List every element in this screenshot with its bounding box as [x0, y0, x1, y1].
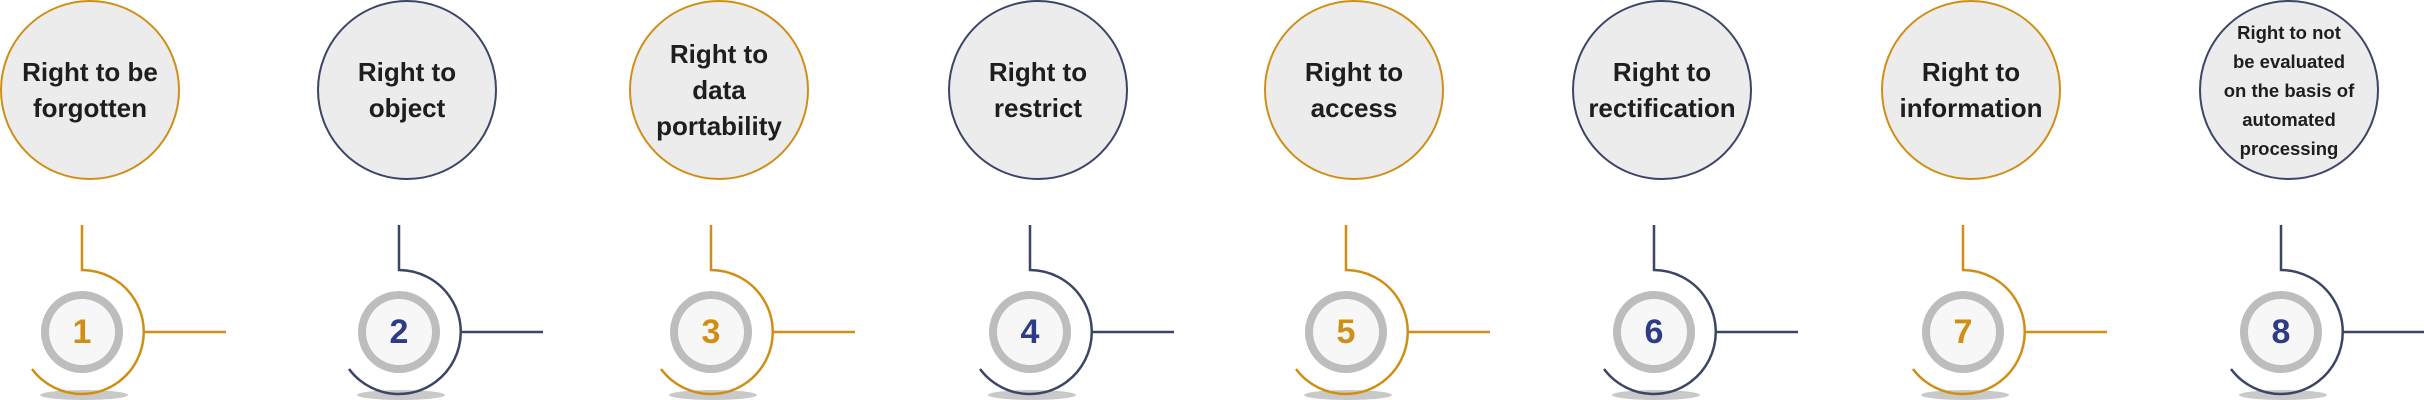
- number-disc: [1621, 299, 1687, 365]
- right-label-7: Right to information: [1899, 57, 2043, 123]
- number-disc: [366, 299, 432, 365]
- right-label-8: Right to not be evaluated on the basis o…: [2223, 21, 2355, 159]
- right-item-2: Right to object 2: [317, 0, 567, 400]
- connector-graphic-2: [347, 225, 543, 400]
- step-number-8: 8: [2271, 313, 2291, 351]
- number-disc: [997, 299, 1063, 365]
- connector-graphic-8: [2229, 225, 2424, 400]
- step-number-6: 6: [1644, 313, 1664, 351]
- number-disc: [1313, 299, 1379, 365]
- connector-arc: [1294, 225, 1409, 396]
- step-number-5: 5: [1336, 313, 1356, 351]
- right-label-2: Right to object: [357, 57, 457, 123]
- connector-arc: [2229, 225, 2344, 396]
- connector-arc: [347, 225, 462, 396]
- right-item-7: Right to information 7: [1881, 0, 2131, 400]
- right-bubble-7: Right to information: [1881, 0, 2061, 180]
- number-disc: [49, 299, 115, 365]
- right-bubble-1: Right to be forgotten: [0, 0, 180, 180]
- right-bubble-8: Right to not be evaluated on the basis o…: [2199, 0, 2379, 180]
- connector-graphic-7: [1911, 225, 2107, 400]
- right-bubble-3: Right to data portability: [629, 0, 809, 180]
- number-disc: [678, 299, 744, 365]
- connector-graphic-3: [659, 225, 855, 400]
- connector-arc: [30, 225, 145, 396]
- right-label-3: Right to data portability: [656, 39, 782, 141]
- connector-graphic-5: [1294, 225, 1490, 400]
- connector-arc: [1911, 225, 2026, 396]
- connector-arc: [659, 225, 774, 396]
- connector-graphic-1: [30, 225, 226, 400]
- connector-arc: [978, 225, 1093, 396]
- step-number-2: 2: [389, 313, 409, 351]
- step-number-3: 3: [701, 313, 721, 351]
- right-bubble-4: Right to restrict: [948, 0, 1128, 180]
- number-disc: [1930, 299, 1996, 365]
- right-label-5: Right to access: [1304, 57, 1404, 123]
- right-label-1: Right to be forgotten: [22, 57, 158, 123]
- right-item-3: Right to data portability 3: [629, 0, 879, 400]
- step-number-1: 1: [72, 313, 92, 351]
- right-item-5: Right to access 5: [1264, 0, 1514, 400]
- right-item-4: Right to restrict 4: [948, 0, 1198, 400]
- step-number-4: 4: [1020, 313, 1040, 351]
- right-bubble-6: Right to rectification: [1572, 0, 1752, 180]
- connector-graphic-6: [1602, 225, 1798, 400]
- connector-arc: [1602, 225, 1717, 396]
- number-disc: [2248, 299, 2314, 365]
- right-item-6: Right to rectification 6: [1572, 0, 1822, 400]
- right-label-6: Right to rectification: [1588, 57, 1736, 123]
- right-bubble-5: Right to access: [1264, 0, 1444, 180]
- right-label-4: Right to restrict: [988, 57, 1088, 123]
- right-bubble-2: Right to object: [317, 0, 497, 180]
- step-number-7: 7: [1953, 313, 1973, 351]
- right-item-8: Right to not be evaluated on the basis o…: [2199, 0, 2424, 400]
- right-item-1: Right to be forgotten 1: [0, 0, 250, 400]
- connector-graphic-4: [978, 225, 1174, 400]
